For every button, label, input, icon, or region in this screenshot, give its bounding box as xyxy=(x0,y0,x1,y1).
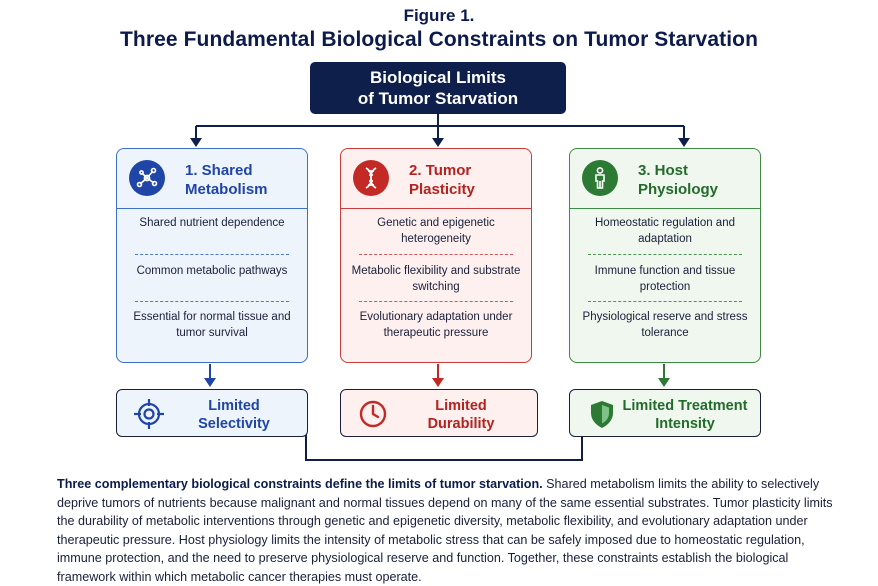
column-title-line1: 3. Host xyxy=(638,162,689,179)
column-header: 2. Tumor Plasticity xyxy=(341,149,531,209)
column-item: Evolutionary adaptation under therapeuti… xyxy=(359,311,513,339)
column-header: 1. Shared Metabolism xyxy=(117,149,307,209)
crosshair-icon xyxy=(133,398,165,430)
column-title-line1: 2. Tumor xyxy=(409,162,472,179)
arrow-to-col2 xyxy=(432,138,444,147)
outcome-line1: Limited xyxy=(435,398,487,414)
column-header: 3. Host Physiology xyxy=(570,149,760,209)
figure-caption: Three complementary biological constrain… xyxy=(57,475,833,586)
figure-title: Three Fundamental Biological Constraints… xyxy=(119,28,758,51)
divider xyxy=(588,301,742,302)
arrow-to-col3 xyxy=(678,138,690,147)
outcome-label: Limited Treatment Intensity xyxy=(616,397,754,433)
column-title: 2. Tumor Plasticity xyxy=(409,161,475,199)
arrow-to-out2 xyxy=(432,378,444,387)
outcome-limited-selectivity: Limited Selectivity xyxy=(116,389,308,437)
column-title-line1: 1. Shared xyxy=(185,162,253,179)
network-nodes-icon xyxy=(129,160,165,196)
column-item: Physiological reserve and stress toleran… xyxy=(582,311,748,339)
column-item: Homeostatic regulation and adaptation xyxy=(595,217,735,245)
root-line1: Biological Limits xyxy=(369,68,507,87)
outcome-line2: Selectivity xyxy=(198,416,270,432)
person-icon xyxy=(582,160,618,196)
column-title-line2: Plasticity xyxy=(409,181,475,198)
column-host-physiology: 3. Host Physiology Homeostatic regulatio… xyxy=(569,148,761,363)
column-title-line2: Metabolism xyxy=(185,181,268,198)
outcome-limited-treatment-intensity: Limited Treatment Intensity xyxy=(569,389,761,437)
column-title: 1. Shared Metabolism xyxy=(185,161,268,199)
caption-body: Shared metabolism limits the ability to … xyxy=(57,477,833,584)
column-item: Immune function and tissue protection xyxy=(594,265,736,293)
outcome-line2: Intensity xyxy=(655,416,715,432)
divider xyxy=(359,254,513,255)
divider xyxy=(135,254,289,255)
figure-label: Figure 1. xyxy=(403,6,475,25)
divider xyxy=(359,301,513,302)
column-item: Essential for normal tissue and tumor su… xyxy=(133,311,291,339)
outcome-line2: Durability xyxy=(427,416,495,432)
column-tumor-plasticity: 2. Tumor Plasticity Genetic and epigenet… xyxy=(340,148,532,363)
outcome-line1: Limited xyxy=(208,398,260,414)
shield-icon xyxy=(586,398,618,430)
arrow-to-out1 xyxy=(204,378,216,387)
root-box: Biological Limits of Tumor Starvation xyxy=(310,62,566,114)
caption-lead: Three complementary biological constrain… xyxy=(57,477,543,491)
column-shared-metabolism: 1. Shared Metabolism Shared nutrient dep… xyxy=(116,148,308,363)
outcome-limited-durability: Limited Durability xyxy=(340,389,538,437)
column-item: Metabolic flexibility and substrate swit… xyxy=(351,265,521,293)
column-title-line2: Physiology xyxy=(638,181,719,198)
outcome-label: Limited Selectivity xyxy=(167,397,301,433)
column-item: Common metabolic pathways xyxy=(136,265,288,277)
arrow-to-out3 xyxy=(658,378,670,387)
column-item: Genetic and epigenetic heterogeneity xyxy=(377,217,495,245)
column-item: Shared nutrient dependence xyxy=(139,217,285,229)
dna-icon xyxy=(353,160,389,196)
outcome-label: Limited Durability xyxy=(391,397,531,433)
arrow-to-col1 xyxy=(190,138,202,147)
divider xyxy=(588,254,742,255)
column-title: 3. Host Physiology xyxy=(638,161,718,199)
root-line2: of Tumor Starvation xyxy=(357,89,519,108)
outcome-line1: Limited Treatment xyxy=(622,398,748,414)
clock-icon xyxy=(357,398,389,430)
divider xyxy=(135,301,289,302)
